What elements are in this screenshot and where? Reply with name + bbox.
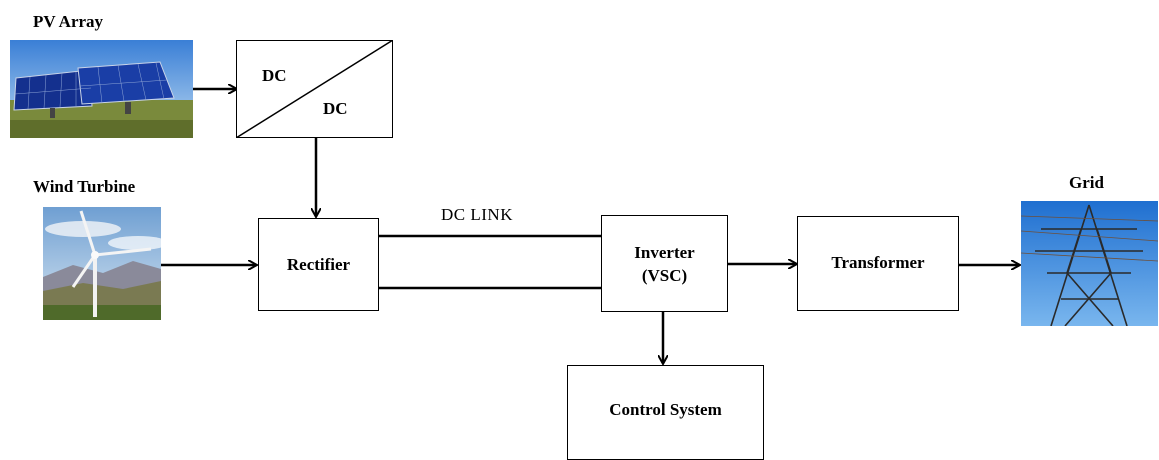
grid-tower-image	[1021, 201, 1158, 326]
control-system-label: Control System	[609, 400, 722, 419]
dc-output-label: DC	[323, 99, 348, 118]
grid-caption: Grid	[1069, 173, 1104, 192]
pv-array-caption: PV Array	[33, 12, 104, 31]
dc-dc-converter-block: DC DC	[235, 39, 393, 138]
wind-turbine-caption: Wind Turbine	[33, 177, 136, 196]
diagram-canvas: PV Array Wind Turbine Grid	[10, 0, 1159, 460]
converter-diagonal	[235, 39, 393, 138]
rectifier-block: Rectifier	[258, 218, 379, 311]
dc-input-label: DC	[262, 66, 287, 85]
control-system-block: Control System	[567, 365, 764, 460]
wind-turbine-image	[43, 207, 161, 320]
rectifier-label: Rectifier	[286, 255, 351, 274]
pv-array-image	[10, 40, 193, 138]
inverter-block: Inverter (VSC)	[601, 215, 728, 312]
transformer-block: Transformer	[797, 216, 959, 311]
vsc-label: (VSC)	[641, 266, 688, 285]
dc-link-label: DC LINK	[441, 205, 513, 224]
inverter-label: Inverter	[634, 243, 695, 262]
connector-layer	[161, 0, 1159, 449]
transformer-label: Transformer	[831, 253, 925, 272]
